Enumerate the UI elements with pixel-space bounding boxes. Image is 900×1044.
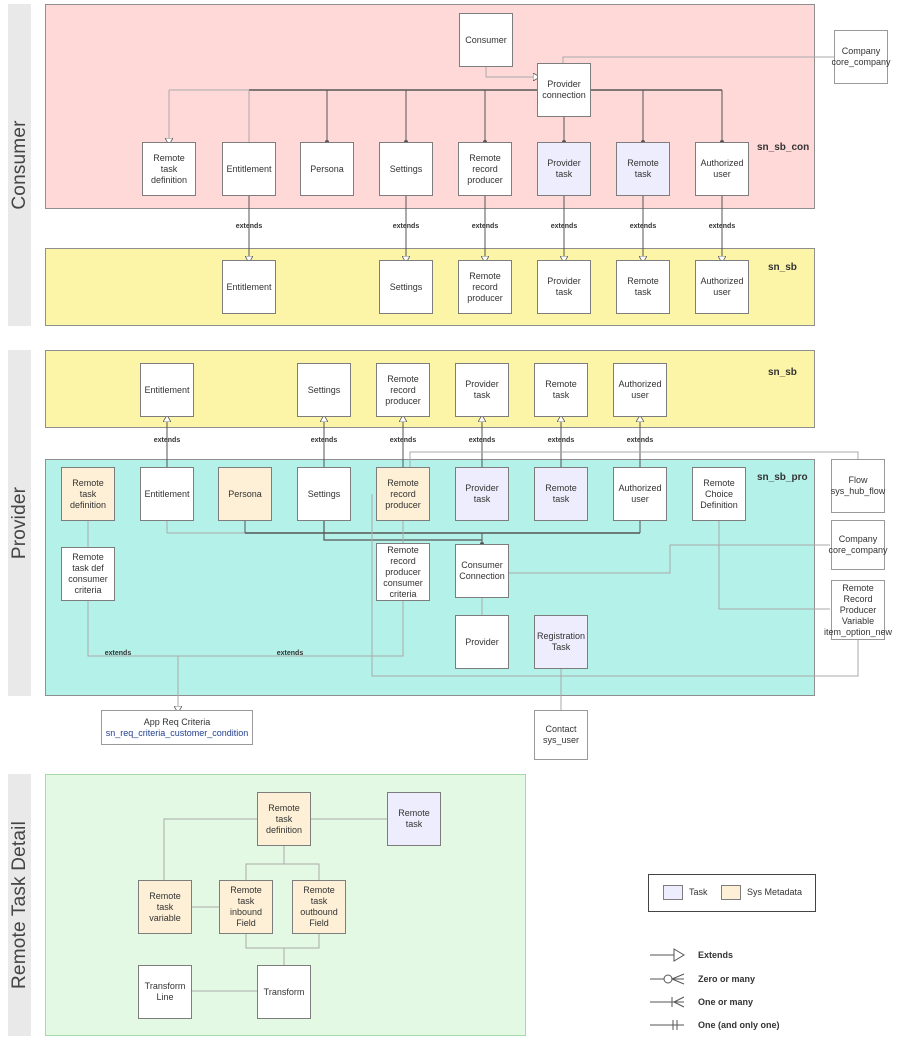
legend-zero-many-circle (663, 974, 673, 984)
entity-flow[interactable]: Flow sys_hub_flow (831, 459, 885, 513)
extends-label: extends (153, 437, 181, 444)
detail-fields-transform (245, 933, 320, 965)
entity-provider[interactable]: Provider (455, 615, 509, 669)
link-consumer-pc (485, 66, 537, 77)
entity-consumer[interactable]: Consumer (459, 13, 513, 67)
extends-label: extends (468, 437, 496, 444)
extends-label: extends (547, 437, 575, 444)
legend-task-swatch (663, 885, 683, 900)
link-company-pc (562, 56, 834, 64)
extends-label: extends (550, 223, 578, 230)
entity-rrp-sb-c[interactable]: Remote record producer (458, 260, 512, 314)
entity-rrp-variable[interactable]: Remote Record Producer Variable item_opt… (824, 580, 892, 640)
provider-band: Provider (8, 350, 31, 696)
entity-contact[interactable]: Contact sys_user (534, 710, 588, 760)
entity-consumer-connection[interactable]: Consumer Connection (455, 544, 509, 598)
entity-authorized-user-sb-c[interactable]: Authorized user (695, 260, 749, 314)
entity-entitlement-sb-p[interactable]: Entitlement (140, 363, 194, 417)
link-cc-company (509, 544, 830, 574)
container-label-sn-sb-consumer: sn_sb (768, 262, 797, 273)
detail-transform[interactable]: Transform (257, 965, 311, 1019)
entity-provider-task-con[interactable]: Provider task (537, 142, 591, 196)
extends-label: extends (392, 223, 420, 230)
app-req-title: App Req Criteria (143, 716, 211, 727)
detail-outbound-field[interactable]: Remote task outbound Field (292, 880, 346, 934)
detail-inbound-field[interactable]: Remote task inbound Field (219, 880, 273, 934)
extends-label: extends (389, 437, 417, 444)
legend-one-many-label: One or many (698, 997, 754, 1007)
detail-rtd-fields (245, 845, 320, 880)
link-rrp-variable (371, 494, 859, 677)
entity-remote-choice-definition[interactable]: Remote Choice Definition (692, 467, 746, 521)
entity-settings-con[interactable]: Settings (379, 142, 433, 196)
entity-remote-task-sb-p[interactable]: Remote task (534, 363, 588, 417)
entity-settings-sb-p[interactable]: Settings (297, 363, 351, 417)
entity-provider-task-pro[interactable]: Provider task (455, 467, 509, 521)
entity-app-req-criteria[interactable]: App Req Criteria sn_req_criteria_custome… (101, 710, 253, 745)
extends-label: extends (471, 223, 499, 230)
entity-company-consumer[interactable]: Company core_company (831, 30, 891, 84)
legend-zero-many-label: Zero or many (698, 974, 756, 984)
entity-remote-task-definition-pro[interactable]: Remote task definition (61, 467, 115, 521)
legend-extends-label: Extends (698, 950, 734, 960)
legend-task-label: Task (689, 887, 708, 897)
extends-label: extends (626, 437, 654, 444)
entity-remote-task-con[interactable]: Remote task (616, 142, 670, 196)
entity-rrp-consumer-criteria[interactable]: Remote record producer consumer criteria (376, 543, 430, 601)
extends-label: extends (104, 650, 132, 657)
entity-entitlement-sb-c[interactable]: Entitlement (222, 260, 276, 314)
detail-band: Remote Task Detail (8, 774, 31, 1036)
extends-label: extends (235, 223, 263, 230)
entity-remote-record-producer-con[interactable]: Remote record producer (458, 142, 512, 196)
detail-rtd-var (163, 818, 257, 880)
link-rrp-flow (409, 451, 859, 467)
entity-provider-task-sb-p[interactable]: Provider task (455, 363, 509, 417)
entity-provider-task-sb-c[interactable]: Provider task (537, 260, 591, 314)
entity-authorized-user-con[interactable]: Authorized user (695, 142, 749, 196)
link-rcd-variable (718, 521, 830, 610)
detail-remote-task[interactable]: Remote task (387, 792, 441, 846)
entity-entitlement-con[interactable]: Entitlement (222, 142, 276, 196)
entity-registration-task[interactable]: Registration Task (534, 615, 588, 669)
entity-authorized-user-pro[interactable]: Authorized user (613, 467, 667, 521)
detail-transform-line[interactable]: Transform Line (138, 965, 192, 1019)
legend-meta-label: Sys Metadata (747, 887, 803, 897)
provider-bus-settings (323, 521, 482, 541)
legend-one-only-symbol (650, 1020, 684, 1030)
legend-meta-swatch (721, 885, 741, 900)
legend-one-many-symbol (650, 996, 685, 1008)
extends-label: extends (276, 650, 304, 657)
legend-extends-symbol (650, 948, 685, 962)
consumer-band: Consumer (8, 4, 31, 326)
entity-company-provider[interactable]: Company core_company (828, 520, 888, 570)
entity-provider-connection[interactable]: Provider connection (537, 63, 591, 117)
entity-rrp-sb-p[interactable]: Remote record producer (376, 363, 430, 417)
detail-remote-task-definition[interactable]: Remote task definition (257, 792, 311, 846)
entity-remote-record-producer-pro[interactable]: Remote record producer (376, 467, 430, 521)
entity-remote-task-pro[interactable]: Remote task (534, 467, 588, 521)
container-label-sn-sb-provider: sn_sb (768, 367, 797, 378)
extends-label: extends (310, 437, 338, 444)
container-label-sn-sb-con: sn_sb_con (757, 142, 810, 153)
container-label-sn-sb-pro: sn_sb_pro (757, 472, 808, 483)
app-req-table: sn_req_criteria_customer_condition (105, 727, 249, 738)
entity-entitlement-pro[interactable]: Entitlement (140, 467, 194, 521)
legend-one-only-label: One (and only one) (698, 1020, 780, 1030)
extends-label: extends (708, 223, 736, 230)
entity-authorized-user-sb-p[interactable]: Authorized user (613, 363, 667, 417)
entity-remote-task-definition-con[interactable]: Remote task definition (142, 142, 196, 196)
entity-persona-con[interactable]: Persona (300, 142, 354, 196)
entity-settings-pro[interactable]: Settings (297, 467, 351, 521)
entity-settings-sb-c[interactable]: Settings (379, 260, 433, 314)
entity-remote-task-def-consumer-criteria[interactable]: Remote task def consumer criteria (61, 547, 115, 601)
entity-persona-pro[interactable]: Persona (218, 467, 272, 521)
extends-label: extends (629, 223, 657, 230)
link-crit-app (87, 600, 404, 657)
legend-colors: Task Sys Metadata (648, 874, 816, 912)
detail-remote-task-variable[interactable]: Remote task variable (138, 880, 192, 934)
entity-remote-task-sb-c[interactable]: Remote task (616, 260, 670, 314)
